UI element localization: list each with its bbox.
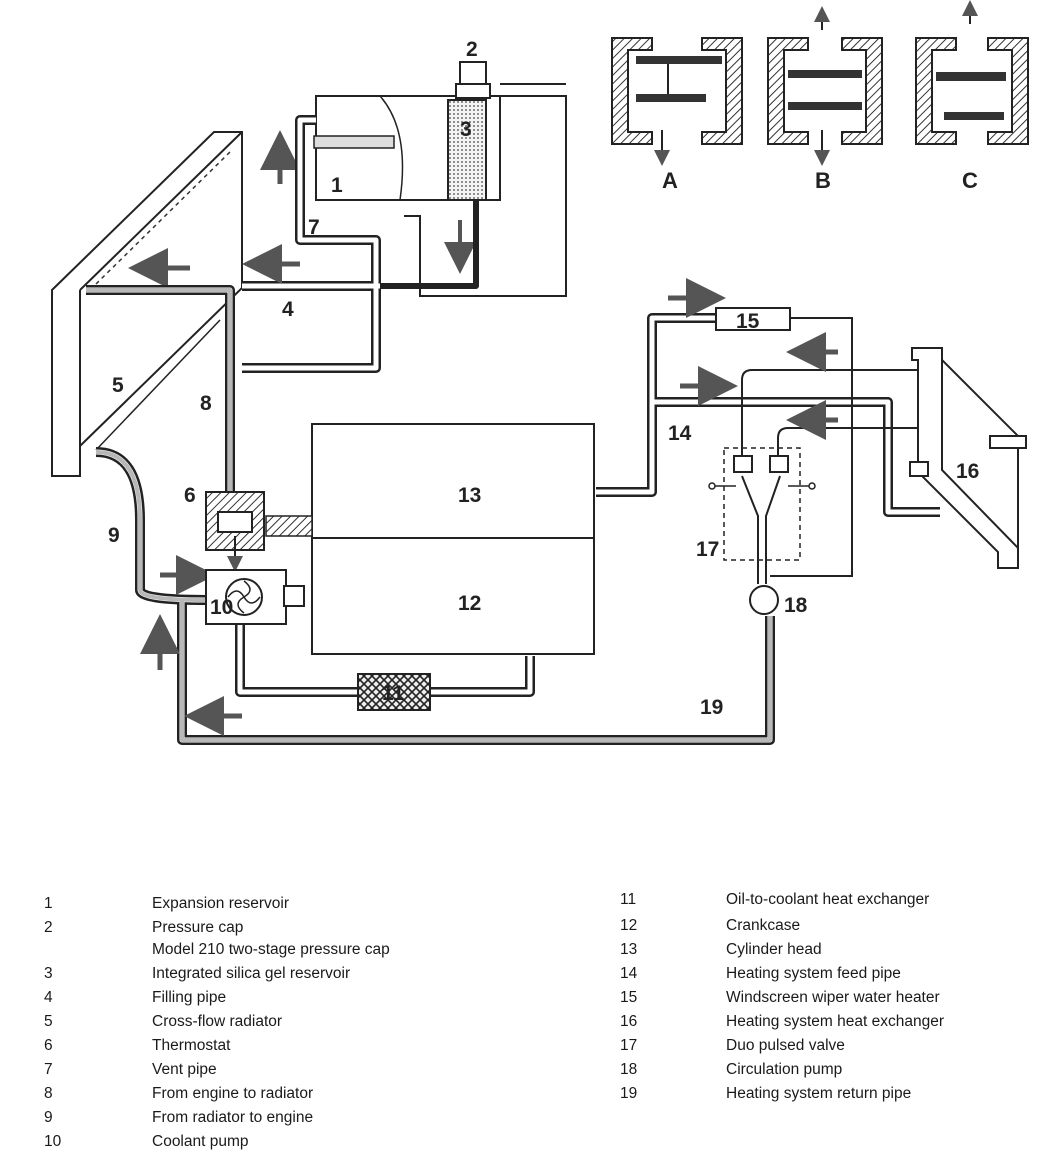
coolant-pump [205, 569, 305, 625]
legend-text: Thermostat [152, 1037, 231, 1054]
legend-text: Oil-to-coolant heat exchanger [726, 891, 930, 908]
legend-text: Model 210 two-stage pressure cap [152, 941, 390, 958]
legend-number: 9 [44, 1109, 53, 1126]
legend-text: Coolant pump [152, 1133, 249, 1150]
heating-system-heat-exchanger [909, 347, 1027, 569]
legend-text: Integrated silica gel reservoir [152, 965, 351, 982]
legend-number: 15 [620, 989, 638, 1006]
flow-arrows [140, 244, 838, 736]
legend-number: 8 [44, 1085, 53, 1102]
label-5: 5 [112, 374, 124, 397]
engine-block [265, 423, 595, 655]
valve-diagram-c [915, 0, 1029, 145]
label-2: 2 [466, 38, 478, 61]
label-3: 3 [460, 118, 472, 141]
label-17: 17 [696, 538, 719, 561]
label-10: 10 [210, 596, 233, 619]
legend-text: Expansion reservoir [152, 895, 289, 912]
legend-number: 4 [44, 989, 53, 1006]
label-11: 11 [382, 682, 405, 705]
legend-text: Vent pipe [152, 1061, 217, 1078]
circulation-pump [749, 585, 779, 615]
legend: 1 Expansion reservoir 2 Pressure cap Model… [0, 891, 1056, 1153]
label-15: 15 [736, 310, 760, 333]
legend-number: 3 [44, 965, 53, 982]
windscreen-wiper-water-heater [715, 307, 791, 331]
crankcase [311, 537, 595, 655]
thermostat [205, 491, 265, 572]
cylinder-head [311, 423, 595, 539]
legend-text: Cylinder head [726, 941, 822, 958]
legend-number: 10 [44, 1133, 62, 1150]
legend-text: Heating system heat exchanger [726, 1013, 944, 1030]
label-4: 4 [282, 298, 294, 321]
valve-label-a: A [662, 168, 678, 193]
valve-diagram-b [767, 6, 883, 166]
legend-number: 6 [44, 1037, 53, 1054]
legend-text: From engine to radiator [152, 1085, 314, 1102]
legend-number: 14 [620, 965, 638, 982]
label-13: 13 [458, 484, 481, 507]
label-1: 1 [331, 174, 343, 197]
component-numbers: 1 2 3 4 5 6 7 8 9 10 11 12 13 14 15 16 1… [108, 38, 979, 719]
legend-text: Circulation pump [726, 1061, 843, 1078]
oil-to-coolant-heat-exchanger [357, 673, 431, 711]
legend-text: Cross-flow radiator [152, 1013, 283, 1030]
valve-diagram-a [611, 37, 743, 166]
label-7: 7 [308, 216, 320, 239]
legend-text: From radiator to engine [152, 1109, 314, 1126]
legend-text: Crankcase [726, 917, 801, 934]
legend-number: 2 [44, 919, 53, 936]
legend-number: 1 [44, 895, 53, 912]
legend-text: Duo pulsed valve [726, 1037, 845, 1054]
legend-number: 7 [44, 1061, 53, 1078]
legend-text: Windscreen wiper water heater [726, 989, 940, 1006]
label-18: 18 [784, 594, 808, 617]
legend-number: 16 [620, 1013, 638, 1030]
label-8: 8 [200, 392, 212, 415]
legend-number: 18 [620, 1061, 638, 1078]
heating-feed-pipe [596, 397, 760, 497]
legend-number: 11 [620, 891, 637, 908]
valve-label-b: B [815, 168, 831, 193]
label-12: 12 [458, 592, 481, 615]
label-16: 16 [956, 460, 979, 483]
cooling-system-diagram: A B C [51, 0, 1029, 745]
label-19: 19 [700, 696, 723, 719]
legend-text: Pressure cap [152, 919, 244, 936]
legend-text: Heating system return pipe [726, 1085, 912, 1102]
label-14: 14 [668, 422, 692, 445]
legend-text: Filling pipe [152, 989, 227, 1006]
legend-number: 17 [620, 1037, 638, 1054]
duo-pulsed-valve [708, 447, 816, 584]
label-6: 6 [184, 484, 196, 507]
legend-number: 13 [620, 941, 638, 958]
label-9: 9 [108, 524, 120, 547]
legend-number: 12 [620, 917, 638, 934]
legend-number: 19 [620, 1085, 638, 1102]
cross-flow-radiator [51, 131, 243, 477]
valve-label-c: C [962, 168, 978, 193]
expansion-reservoir [260, 61, 567, 297]
legend-number: 5 [44, 1013, 53, 1030]
legend-text: Heating system feed pipe [726, 965, 901, 982]
